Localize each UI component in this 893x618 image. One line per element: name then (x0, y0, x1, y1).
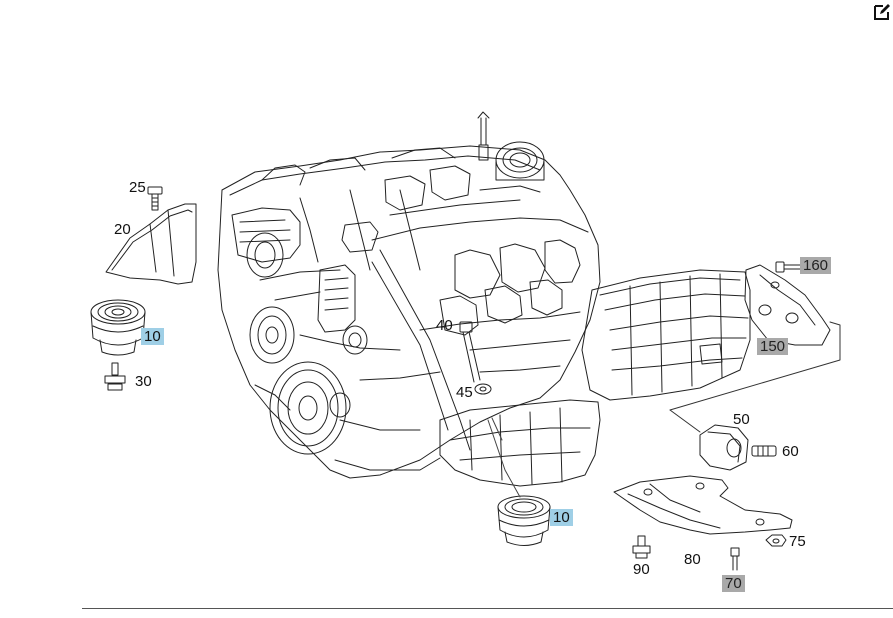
label-25: 25 (129, 179, 146, 196)
transmission (581, 269, 751, 401)
label-50: 50 (733, 411, 750, 428)
label-75: 75 (789, 533, 806, 550)
label-20: 20 (114, 221, 131, 238)
part-45-washer (474, 383, 492, 395)
bottom-divider (82, 608, 893, 609)
part-90-bolt (632, 535, 651, 559)
edit-button[interactable] (872, 2, 892, 22)
part-160-bolt (775, 261, 801, 273)
part-70-bolt (730, 547, 740, 571)
label-10-bottom[interactable]: 10 (550, 509, 573, 526)
label-160[interactable]: 160 (800, 257, 832, 274)
label-90: 90 (633, 561, 650, 578)
label-45: 45 (456, 384, 473, 401)
part-80-crossmember (613, 475, 793, 535)
part-20-heat-shield (105, 203, 197, 285)
part-10-mount-left (90, 299, 146, 356)
oil-pan (334, 399, 601, 487)
label-150[interactable]: 150 (757, 338, 789, 355)
part-50-transmission-mount (699, 424, 749, 471)
label-80: 80 (684, 551, 701, 568)
part-75-nut (765, 534, 787, 547)
edit-icon (874, 4, 890, 20)
part-40-bolt (459, 321, 481, 383)
label-30: 30 (135, 373, 152, 390)
part-10-mount-bottom (497, 495, 551, 546)
part-150-bracket (744, 264, 831, 346)
part-25-bolt (147, 186, 163, 211)
engine-block (217, 145, 601, 479)
label-60: 60 (782, 443, 799, 460)
part-60-bolt (751, 445, 777, 457)
label-10-left[interactable]: 10 (141, 328, 164, 345)
label-70[interactable]: 70 (722, 575, 745, 592)
front-pulleys (246, 232, 368, 455)
label-40: 40 (436, 317, 453, 334)
throttle-body (477, 111, 545, 181)
part-30-bolt (104, 362, 126, 391)
